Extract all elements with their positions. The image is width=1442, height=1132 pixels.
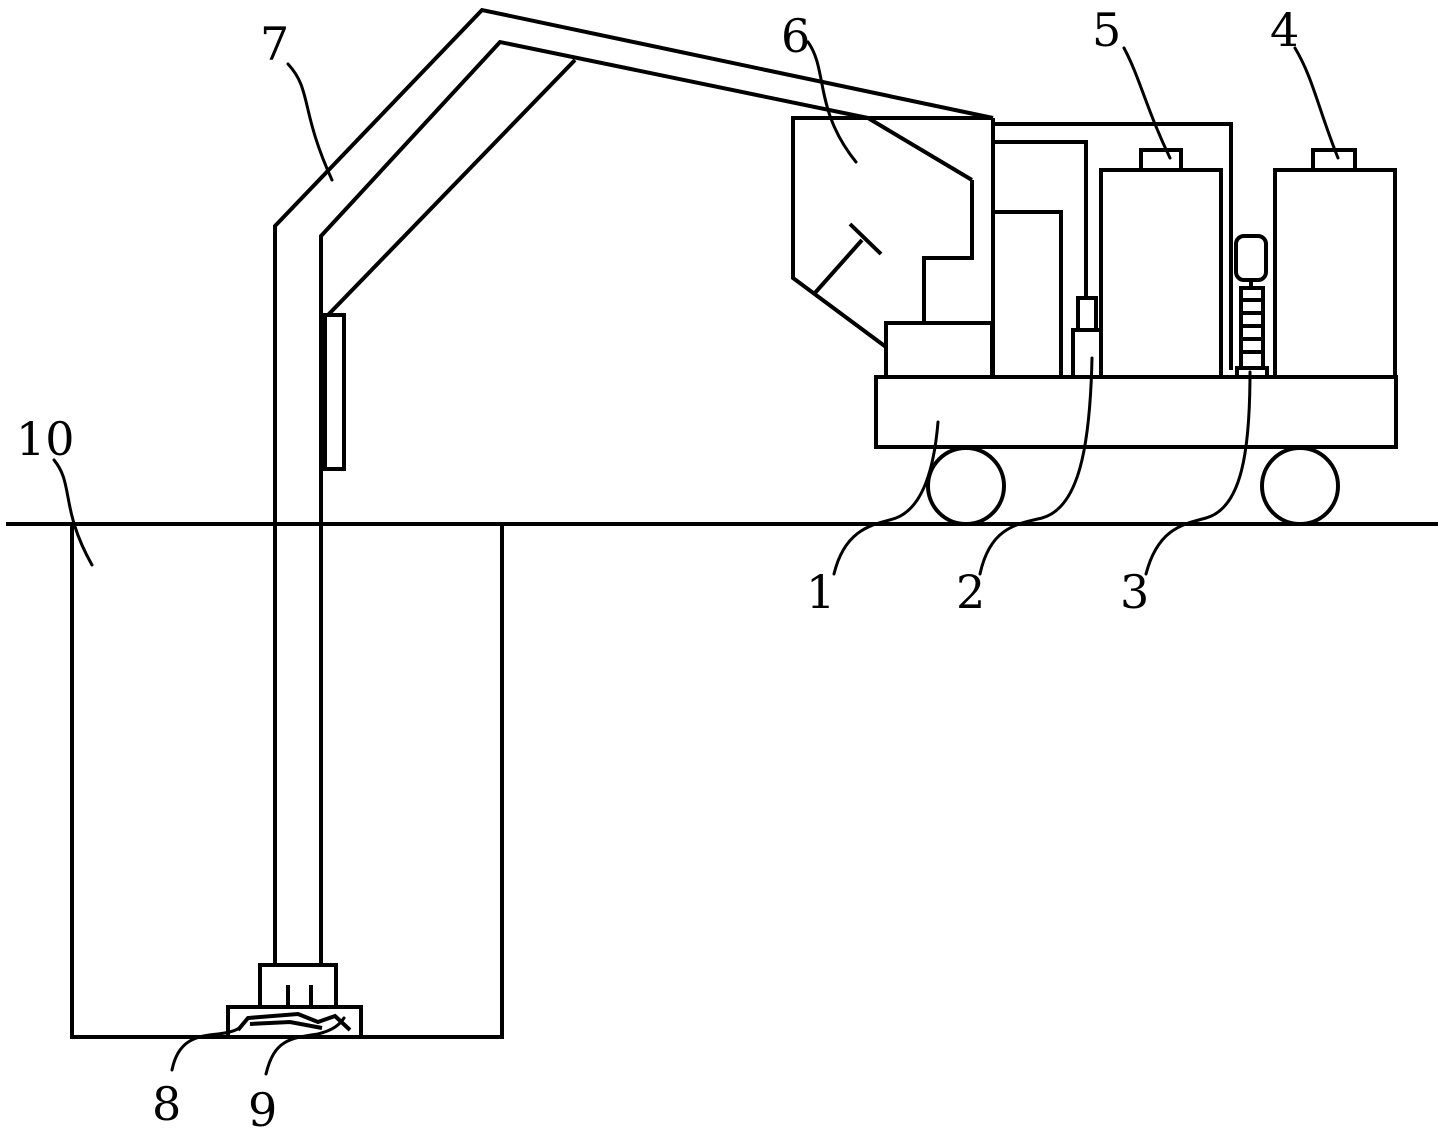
tank-5	[1099, 148, 1223, 379]
label-2: 2	[956, 565, 985, 619]
label-5: 5	[1092, 3, 1121, 57]
pump-2	[1071, 296, 1103, 379]
vehicle-cart	[874, 375, 1398, 526]
label-1: 1	[806, 565, 835, 619]
pump-3	[1234, 234, 1269, 379]
label-9: 9	[248, 1083, 277, 1132]
boom-arm	[273, 7, 994, 965]
tank-4	[1273, 148, 1397, 379]
label-10: 10	[16, 412, 75, 466]
label-4: 4	[1270, 3, 1299, 57]
label-3: 3	[1120, 565, 1149, 619]
pit-outline	[70, 524, 504, 1039]
piping	[993, 122, 1233, 377]
leader-lines	[52, 40, 1340, 1076]
label-8: 8	[152, 1077, 181, 1131]
label-7: 7	[260, 17, 289, 71]
suction-head	[226, 963, 363, 1039]
label-6: 6	[781, 9, 810, 63]
hopper-unit	[791, 116, 995, 379]
